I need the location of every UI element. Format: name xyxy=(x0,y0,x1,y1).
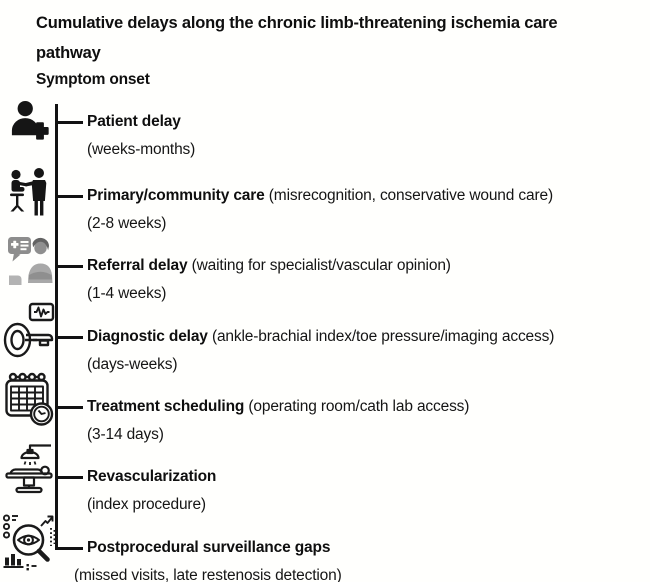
stage-line-1: Patient delay xyxy=(87,108,195,136)
calendar-clock-icon xyxy=(4,371,54,428)
timeline-tick xyxy=(55,406,83,409)
stage-diagnostic-delay: Diagnostic delay (ankle-brachial index/t… xyxy=(87,323,554,379)
stage-patient-delay: Patient delay (weeks-months) xyxy=(87,108,195,164)
stage-line-1: Postprocedural surveillance gaps xyxy=(87,534,342,562)
stage-duration: (1-4 weeks) xyxy=(87,285,167,302)
stage-duration: (3-14 days) xyxy=(87,426,164,443)
patient-add-icon xyxy=(10,99,50,141)
stage-label: Postprocedural surveillance gaps xyxy=(87,539,331,556)
stage-duration: (weeks-months) xyxy=(87,141,196,158)
operating-table-icon xyxy=(4,443,54,496)
stage-line-1: Diagnostic delay (ankle-brachial index/t… xyxy=(87,323,554,351)
stage-postprocedural-surveillance-gaps: Postprocedural surveillance gaps (missed… xyxy=(74,534,342,582)
stage-duration: (2-8 weeks) xyxy=(87,215,167,232)
referral-specialist-opinion-icon xyxy=(7,233,53,288)
stage-referral-delay: Referral delay (waiting for specialist/v… xyxy=(87,252,451,308)
stage-detail: (ankle-brachial index/toe pressure/imagi… xyxy=(211,328,555,345)
timeline-tick xyxy=(55,121,83,124)
timeline-axis xyxy=(55,104,58,550)
stage-treatment-scheduling: Treatment scheduling (operating room/cat… xyxy=(87,393,469,449)
stage-line-1: Referral delay (waiting for specialist/v… xyxy=(87,252,451,280)
timeline-tick xyxy=(55,547,83,550)
stage-duration: (days-weeks) xyxy=(87,356,178,373)
surveillance-monitoring-icon xyxy=(2,511,56,571)
stage-duration: (missed visits, late restenosis detectio… xyxy=(74,567,342,582)
stage-label: Patient delay xyxy=(87,113,181,130)
stage-line-1: Revascularization xyxy=(87,463,216,491)
stage-line-1: Treatment scheduling (operating room/cat… xyxy=(87,393,469,421)
stage-detail: (misrecognition, conservative wound care… xyxy=(268,187,553,204)
stage-label: Referral delay xyxy=(87,257,188,274)
mri-scanner-icon xyxy=(3,302,57,360)
stage-primary-community-care: Primary/community care (misrecognition, … xyxy=(87,182,553,238)
stage-duration: (index procedure) xyxy=(87,496,206,513)
stage-label: Treatment scheduling xyxy=(87,398,245,415)
stage-revascularization: Revascularization (index procedure) xyxy=(87,463,216,519)
timeline-tick xyxy=(55,195,83,198)
timeline-tick xyxy=(55,476,83,479)
figure-title-line-2: pathway xyxy=(36,44,101,62)
stage-label: Primary/community care xyxy=(87,187,265,204)
timeline-tick xyxy=(55,265,83,268)
stage-detail: (operating room/cath lab access) xyxy=(248,398,470,415)
doctor-patient-consultation-icon xyxy=(8,168,50,218)
figure-title: Cumulative delays along the chronic limb… xyxy=(36,8,558,68)
stage-label: Diagnostic delay xyxy=(87,328,208,345)
stage-label: Revascularization xyxy=(87,468,217,485)
figure-title-line-1: Cumulative delays along the chronic limb… xyxy=(36,14,558,32)
timeline-start-label: Symptom onset xyxy=(36,71,150,88)
timeline-tick xyxy=(55,336,83,339)
stage-line-1: Primary/community care (misrecognition, … xyxy=(87,182,553,210)
stage-detail: (waiting for specialist/vascular opinion… xyxy=(191,257,451,274)
